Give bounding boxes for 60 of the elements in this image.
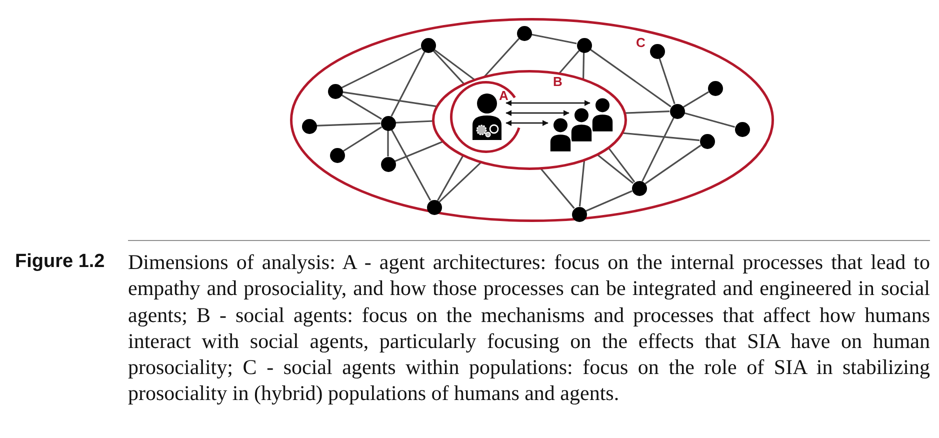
network-node-dot bbox=[302, 118, 316, 134]
region-letter: C bbox=[636, 36, 646, 49]
network-link bbox=[540, 168, 575, 209]
network-node-dot bbox=[516, 26, 532, 40]
network-link bbox=[342, 126, 382, 152]
network-link bbox=[658, 58, 676, 104]
network-node-dot bbox=[426, 200, 442, 214]
network-link bbox=[644, 144, 702, 184]
region-letter: A bbox=[499, 89, 508, 102]
network-link bbox=[682, 91, 710, 108]
inner-ellipse bbox=[432, 70, 627, 170]
network-link bbox=[608, 147, 636, 182]
network-link bbox=[596, 154, 634, 184]
open-ring-arc bbox=[450, 81, 522, 153]
network-link bbox=[342, 91, 438, 108]
network-link bbox=[622, 132, 700, 142]
network-link bbox=[624, 110, 670, 114]
network-link bbox=[578, 160, 586, 207]
network-link bbox=[438, 162, 482, 202]
network-link bbox=[558, 50, 580, 74]
network-link bbox=[434, 48, 476, 81]
network-node-dot bbox=[734, 122, 750, 136]
person-icon bbox=[570, 107, 593, 142]
network-node-dot bbox=[576, 38, 592, 52]
network-node-dot bbox=[330, 148, 344, 162]
network-link bbox=[341, 48, 422, 88]
network-node-dot bbox=[380, 156, 396, 172]
double-arrow bbox=[506, 100, 590, 106]
network-link bbox=[590, 48, 672, 108]
network-link bbox=[316, 122, 381, 126]
network-link bbox=[582, 52, 585, 80]
network-node-dot bbox=[708, 80, 722, 96]
network-link bbox=[437, 154, 464, 201]
network-node-dot bbox=[632, 180, 646, 196]
network-node-dot bbox=[328, 84, 342, 98]
region-letter: B bbox=[553, 75, 562, 88]
network-node-dot bbox=[700, 134, 714, 148]
network-link bbox=[390, 129, 432, 201]
figure-caption: Figure 1.2 Dimensions of analysis: A - agent architectures: focus on the internal processes that lead to empathy and prosociality, and how those processes can be integrated and engineered in social agents; B - social agents: focus on the mechanisms and processes that affect how humans interact with social agents, particularly focusing on the effects that SIA have on human prosociality; C - social agents within populations: focus on the role of SIA in stabilizing prosociality in (hybrid) populations of humans and agents. bbox=[15, 249, 930, 407]
network-node-dot bbox=[670, 104, 684, 118]
person-icon bbox=[591, 97, 614, 132]
network-link bbox=[387, 130, 389, 156]
double-arrow bbox=[506, 110, 570, 116]
network-node-dot bbox=[650, 44, 664, 58]
network-node-dot bbox=[420, 38, 436, 52]
network-link bbox=[642, 117, 674, 182]
outer-ellipse bbox=[290, 18, 774, 222]
double-arrow bbox=[506, 120, 548, 126]
network-node-dot bbox=[572, 206, 586, 222]
network-link bbox=[586, 190, 632, 212]
network-link bbox=[340, 94, 382, 120]
network-link bbox=[394, 140, 444, 162]
network-link bbox=[432, 50, 465, 85]
network-node-dot bbox=[380, 116, 396, 130]
network-link bbox=[390, 51, 426, 117]
network-link bbox=[531, 34, 577, 44]
person-icon bbox=[549, 117, 572, 152]
network-link bbox=[484, 38, 520, 78]
network-link bbox=[684, 112, 736, 128]
network-link bbox=[395, 120, 434, 124]
